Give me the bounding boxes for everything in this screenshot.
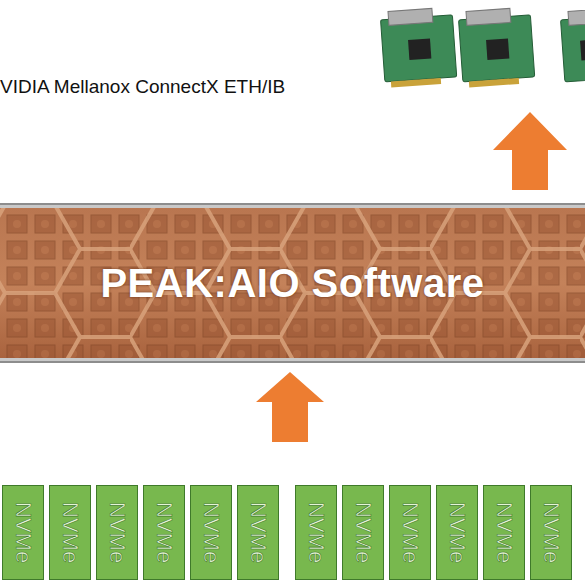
nvme-drive: NVMe — [2, 485, 44, 580]
nvme-drive: NVMe — [342, 485, 384, 580]
drive-label: NVMe — [10, 502, 36, 563]
drive-label: NVMe — [151, 502, 177, 563]
drive-label: NVMe — [538, 502, 564, 563]
nvme-drive: NVMe — [143, 485, 185, 580]
block-arrow — [256, 372, 324, 442]
nic-caption: VIDIA Mellanox ConnectX ETH/IB — [0, 76, 285, 98]
nvme-drive: NVMe — [237, 485, 279, 580]
nvme-drive: NVMe — [389, 485, 431, 580]
nvme-drive: NVMe — [49, 485, 91, 580]
nvme-drive: NVMe — [436, 485, 478, 580]
drive-label: NVMe — [491, 502, 517, 563]
nvme-drive: NVMe — [483, 485, 525, 580]
drive-label: NVMe — [350, 502, 376, 563]
nvme-drive: NVMe — [295, 485, 337, 580]
drive-label: NVMe — [198, 502, 224, 563]
server-chassis — [0, 203, 585, 363]
nvme-drive: NVMe — [96, 485, 138, 580]
nvme-drive: NVMe — [530, 485, 572, 580]
drive-label: NVMe — [57, 502, 83, 563]
drive-label: NVMe — [303, 502, 329, 563]
drive-label: NVMe — [104, 502, 130, 563]
nvme-drive: NVMe — [190, 485, 232, 580]
software-band: PEAK:AIO Software — [0, 208, 585, 358]
block-arrow — [493, 112, 567, 190]
drive-label: NVMe — [397, 502, 423, 563]
network-card — [560, 7, 585, 82]
product-name: PEAK:AIO Software — [100, 261, 484, 306]
network-card — [380, 7, 457, 88]
network-card — [458, 7, 535, 88]
drive-label: NVMe — [444, 502, 470, 563]
drive-label: NVMe — [245, 502, 271, 563]
